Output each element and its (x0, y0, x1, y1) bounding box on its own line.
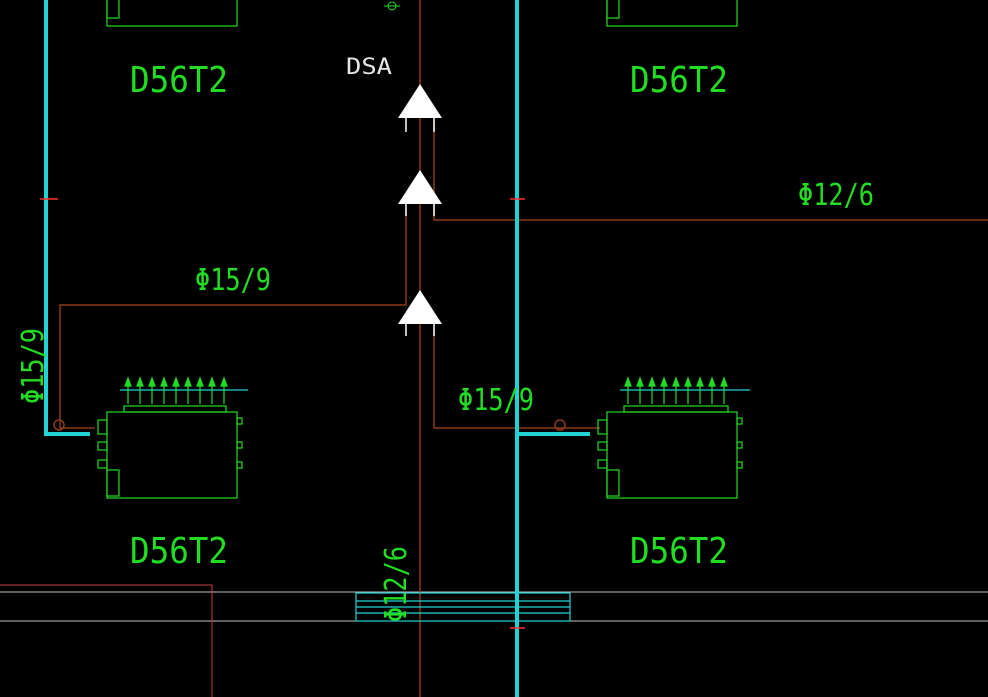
pipe-size-label-bottom-vertical: Φ12/6 (379, 546, 414, 622)
wall-lines (0, 584, 988, 697)
pipe-size-label-left: Φ15/9 (195, 263, 271, 298)
triangle-up-icon (398, 84, 442, 132)
ducts (44, 0, 590, 697)
indoor-unit-icon (606, 0, 738, 27)
small-fitting-icon (384, 1, 400, 11)
indoor-unit-icon (106, 0, 238, 27)
pipe-size-label-center: Φ15/9 (458, 383, 534, 418)
section-marks (40, 198, 566, 629)
unit-label-top-left: D56T2 (130, 60, 228, 101)
triangle-up-icon (398, 170, 442, 216)
indoor-unit-icon (97, 376, 248, 499)
unit-label-bottom-left: D56T2 (130, 531, 228, 572)
triangle-up-icon (398, 290, 442, 336)
branch-label: DSA (346, 55, 392, 80)
unit-label-top-right: D56T2 (630, 60, 728, 101)
unit-label-bottom-right: D56T2 (630, 531, 728, 572)
branch-joints (398, 84, 442, 336)
refrigerant-pipes (59, 120, 988, 429)
pipe-size-label-right: Φ12/6 (798, 178, 874, 213)
indoor-unit-icon (597, 376, 750, 499)
bottom-sleeve-box (355, 592, 571, 622)
pipe-size-label-vertical-left: Φ15/9 (16, 328, 51, 404)
